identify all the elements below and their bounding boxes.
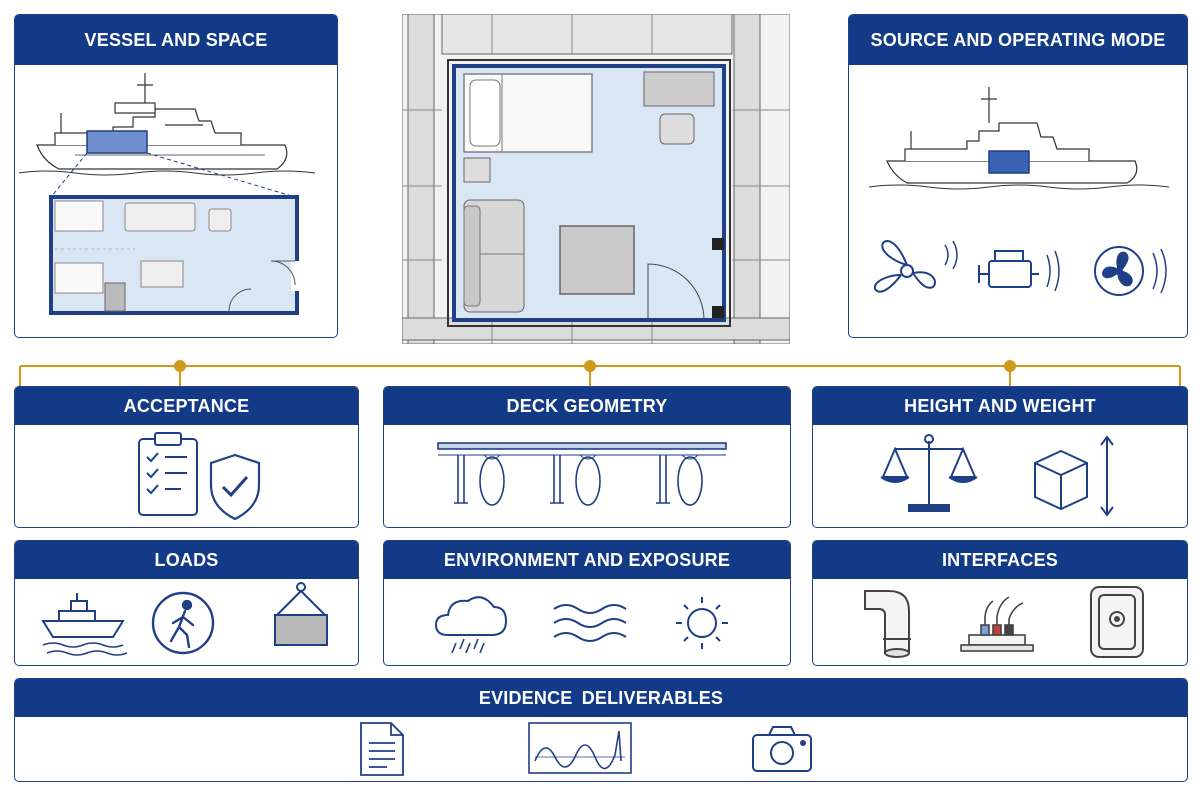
source-illustration <box>868 87 1170 296</box>
balance-scale-icon <box>880 434 978 512</box>
vessel-and-space-panel: VESSEL AND SPACE <box>14 14 338 338</box>
acceptance-card: ACCEPTANCE <box>14 386 359 528</box>
shield-check-icon <box>209 453 261 521</box>
evidence-deliverables-title: EVIDENCE DELIVERABLES <box>15 679 1187 717</box>
waves-icon <box>553 604 627 642</box>
engine-icon <box>978 250 1060 292</box>
connector-node-center <box>584 360 596 372</box>
source-and-operating-mode-title: SOURCE AND OPERATING MODE <box>849 15 1187 65</box>
vessel-and-space-title: VESSEL AND SPACE <box>15 15 337 65</box>
interfaces-title: INTERFACES <box>813 541 1187 579</box>
desk <box>643 71 715 107</box>
source-and-operating-mode-panel: SOURCE AND OPERATING MODE <box>848 14 1188 338</box>
rain-cloud-icon <box>434 596 508 654</box>
pipe-elbow-icon <box>864 590 911 658</box>
evidence-deliverables-card: EVIDENCE DELIVERABLES <box>14 678 1188 782</box>
suspended-load-icon <box>274 582 328 646</box>
height-and-weight-title: HEIGHT AND WEIGHT <box>813 387 1187 425</box>
acceptance-title: ACCEPTANCE <box>15 387 358 425</box>
person-walking-icon <box>151 591 215 655</box>
checklist-icon <box>138 432 198 516</box>
connector-node-left <box>174 360 186 372</box>
environment-and-exposure-title: ENVIRONMENT AND EXPOSURE <box>384 541 790 579</box>
chair <box>659 113 695 145</box>
cube-height-icon <box>1034 435 1114 517</box>
sun-icon <box>676 597 728 649</box>
vessel-space-illustration <box>18 73 316 315</box>
propeller-icon <box>873 240 958 293</box>
height-and-weight-card: HEIGHT AND WEIGHT <box>812 386 1188 528</box>
table <box>559 225 635 295</box>
space-floor-plan-inset <box>49 195 299 315</box>
space-highlight <box>86 130 148 154</box>
source-highlight <box>988 150 1030 174</box>
deck-geometry-title: DECK GEOMETRY <box>384 387 790 425</box>
cabin-plan-view <box>402 14 790 344</box>
loads-title: LOADS <box>15 541 358 579</box>
interfaces-card: INTERFACES <box>812 540 1188 666</box>
document-icon <box>360 722 404 776</box>
connector-node-right <box>1004 360 1016 372</box>
camera-icon <box>752 726 812 772</box>
cable-connector-icon <box>960 596 1034 652</box>
loads-card: LOADS <box>14 540 359 666</box>
deck-girder-icon <box>437 442 727 506</box>
watertight-door-icon <box>1090 586 1144 658</box>
fan-icon <box>1094 246 1167 296</box>
environment-and-exposure-card: ENVIRONMENT AND EXPOSURE <box>383 540 791 666</box>
ship-profile-icon <box>18 73 316 176</box>
connector-lines <box>19 360 1181 386</box>
deck-geometry-card: DECK GEOMETRY <box>383 386 791 528</box>
waveform-chart-icon <box>528 722 632 774</box>
ship-icon <box>41 593 128 656</box>
